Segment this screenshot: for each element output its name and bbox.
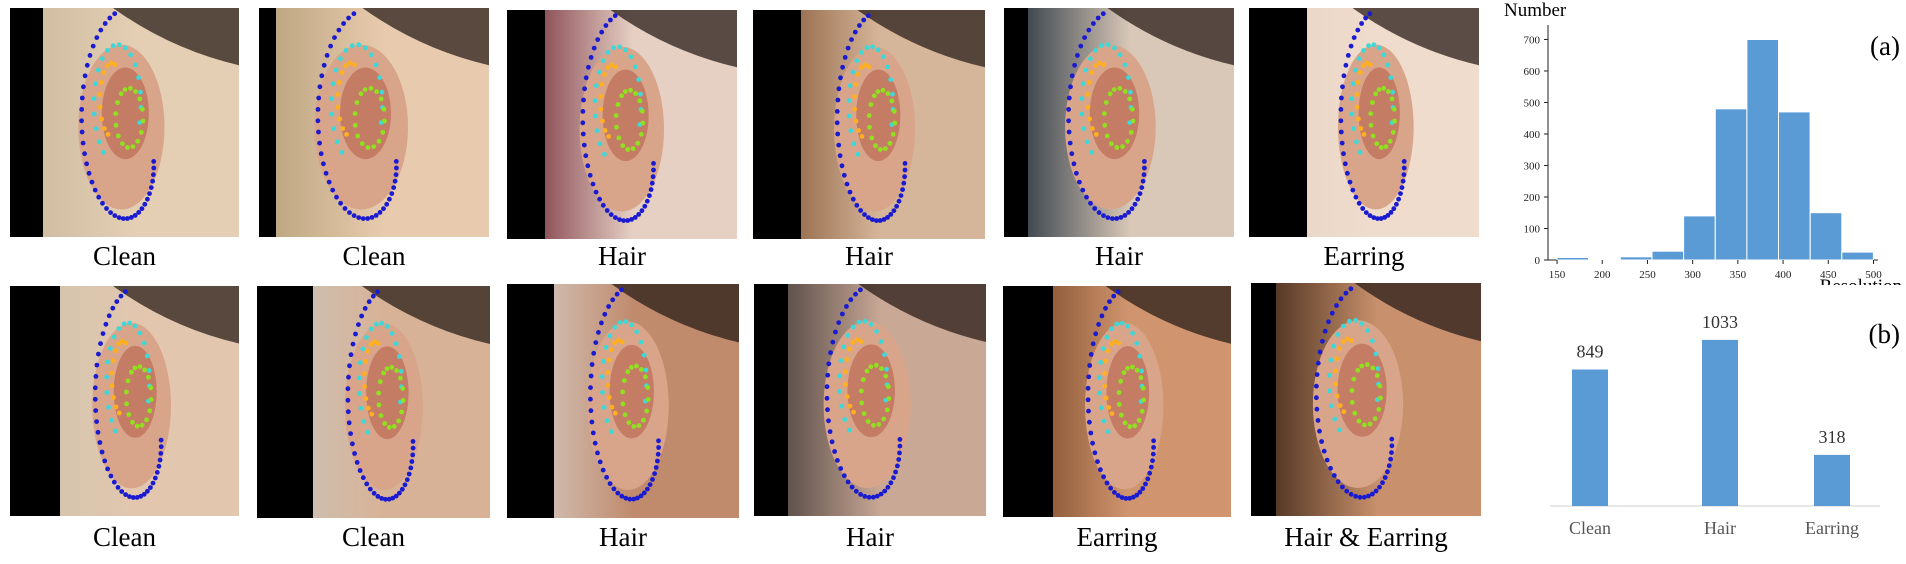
panel-label-b: (b)	[1869, 319, 1900, 349]
category-bar-value: 1033	[1702, 312, 1738, 332]
ear-photo-12	[1251, 283, 1481, 516]
ear-photo-image	[1003, 286, 1231, 517]
ear-photo-image	[10, 286, 239, 516]
hist-bar	[1746, 39, 1779, 261]
ear-photo-1	[10, 8, 239, 237]
ear-photo-image	[10, 8, 239, 237]
ear-photo-8	[257, 286, 490, 518]
hist-bar	[1619, 256, 1653, 261]
ear-photo-image	[507, 284, 739, 518]
ear-photo-caption: Clean	[93, 522, 156, 552]
ear-photo-caption: Hair	[845, 241, 893, 271]
ear-photo-10	[754, 284, 986, 516]
ear-photo-3	[507, 10, 737, 239]
ear-photo-6	[1249, 8, 1479, 237]
hist-x-axis-label: Resolution	[1820, 276, 1903, 285]
hist-bar	[1778, 111, 1811, 261]
hist-x-tick-label: 200	[1594, 269, 1611, 281]
category-bar-clean	[1572, 369, 1608, 506]
ear-photo-4	[753, 10, 985, 239]
hist-bar	[1714, 108, 1748, 261]
hist-bar	[1556, 257, 1590, 261]
hist-x-tick-label: 300	[1684, 269, 1701, 281]
ear-photo-9	[507, 284, 739, 518]
hist-y-tick-label: 0	[1535, 255, 1541, 267]
hist-y-tick-label: 200	[1524, 192, 1541, 204]
category-bar-label: Clean	[1569, 518, 1611, 538]
hist-x-tick-label: 250	[1639, 269, 1656, 281]
ear-photo-caption: Hair	[1095, 241, 1143, 271]
hist-bar	[1651, 250, 1685, 261]
ear-photo-5	[1004, 8, 1234, 237]
hist-x-tick-label: 450	[1820, 269, 1837, 281]
ear-photo-caption: Clean	[342, 522, 405, 552]
ear-photo-caption: Hair	[599, 522, 647, 552]
hist-bar	[1588, 258, 1621, 261]
category-bar-label: Hair	[1704, 518, 1736, 538]
hist-bar	[1841, 251, 1874, 261]
ear-photo-image	[259, 8, 489, 237]
hist-y-tick-label: 500	[1524, 97, 1541, 109]
panel-label-a: (a)	[1870, 31, 1900, 61]
charts-panel: 0 100 200 300 400 500 600 700 150 200 250 300 350 400…	[1490, 0, 1906, 564]
category-bar-value: 849	[1577, 341, 1604, 361]
ear-photo-caption: Hair	[598, 241, 646, 271]
ear-photo-caption: Hair	[846, 522, 894, 552]
hist-y-tick-label: 700	[1524, 34, 1541, 46]
ear-photo-caption: Earring	[1323, 241, 1405, 271]
hist-x-tick-label: 400	[1775, 269, 1792, 281]
category-bar-earring	[1814, 454, 1850, 506]
ear-photo-image	[257, 286, 490, 518]
ear-photo-11	[1003, 286, 1231, 517]
hist-y-tick-label: 300	[1524, 160, 1541, 172]
hist-bar	[1809, 212, 1843, 261]
hist-x-tick-label: 500	[1865, 269, 1882, 281]
category-bar-hair	[1702, 339, 1738, 506]
hist-bar	[1683, 215, 1716, 261]
hist-x-tick-label: 350	[1730, 269, 1747, 281]
ear-photo-image	[1249, 8, 1479, 237]
ear-photo-image	[754, 284, 986, 516]
ear-photo-caption: Clean	[342, 241, 406, 271]
ear-photo-2	[259, 8, 489, 237]
ear-photo-image	[753, 10, 985, 239]
resolution-histogram: 0 100 200 300 400 500 600 700 150 200 250 300 350 400…	[1504, 0, 1903, 297]
hist-x-tick-label: 150	[1549, 269, 1566, 281]
ear-photo-7	[10, 286, 239, 516]
hist-y-axis-label: Number	[1504, 0, 1567, 21]
hist-y-tick-label: 400	[1524, 129, 1541, 141]
category-bar-value: 318	[1819, 427, 1846, 447]
ear-photo-caption: Clean	[93, 241, 156, 271]
hist-y-tick-label: 100	[1524, 223, 1541, 235]
ear-photo-image	[507, 10, 737, 239]
ear-photo-image	[1004, 8, 1234, 237]
ear-photo-caption: Earring	[1076, 522, 1158, 552]
category-bar-label: Earring	[1805, 518, 1859, 538]
hist-y-tick-label: 600	[1524, 66, 1541, 78]
ear-photo-caption: Hair & Earring	[1284, 522, 1448, 552]
ear-photo-image	[1251, 283, 1481, 516]
